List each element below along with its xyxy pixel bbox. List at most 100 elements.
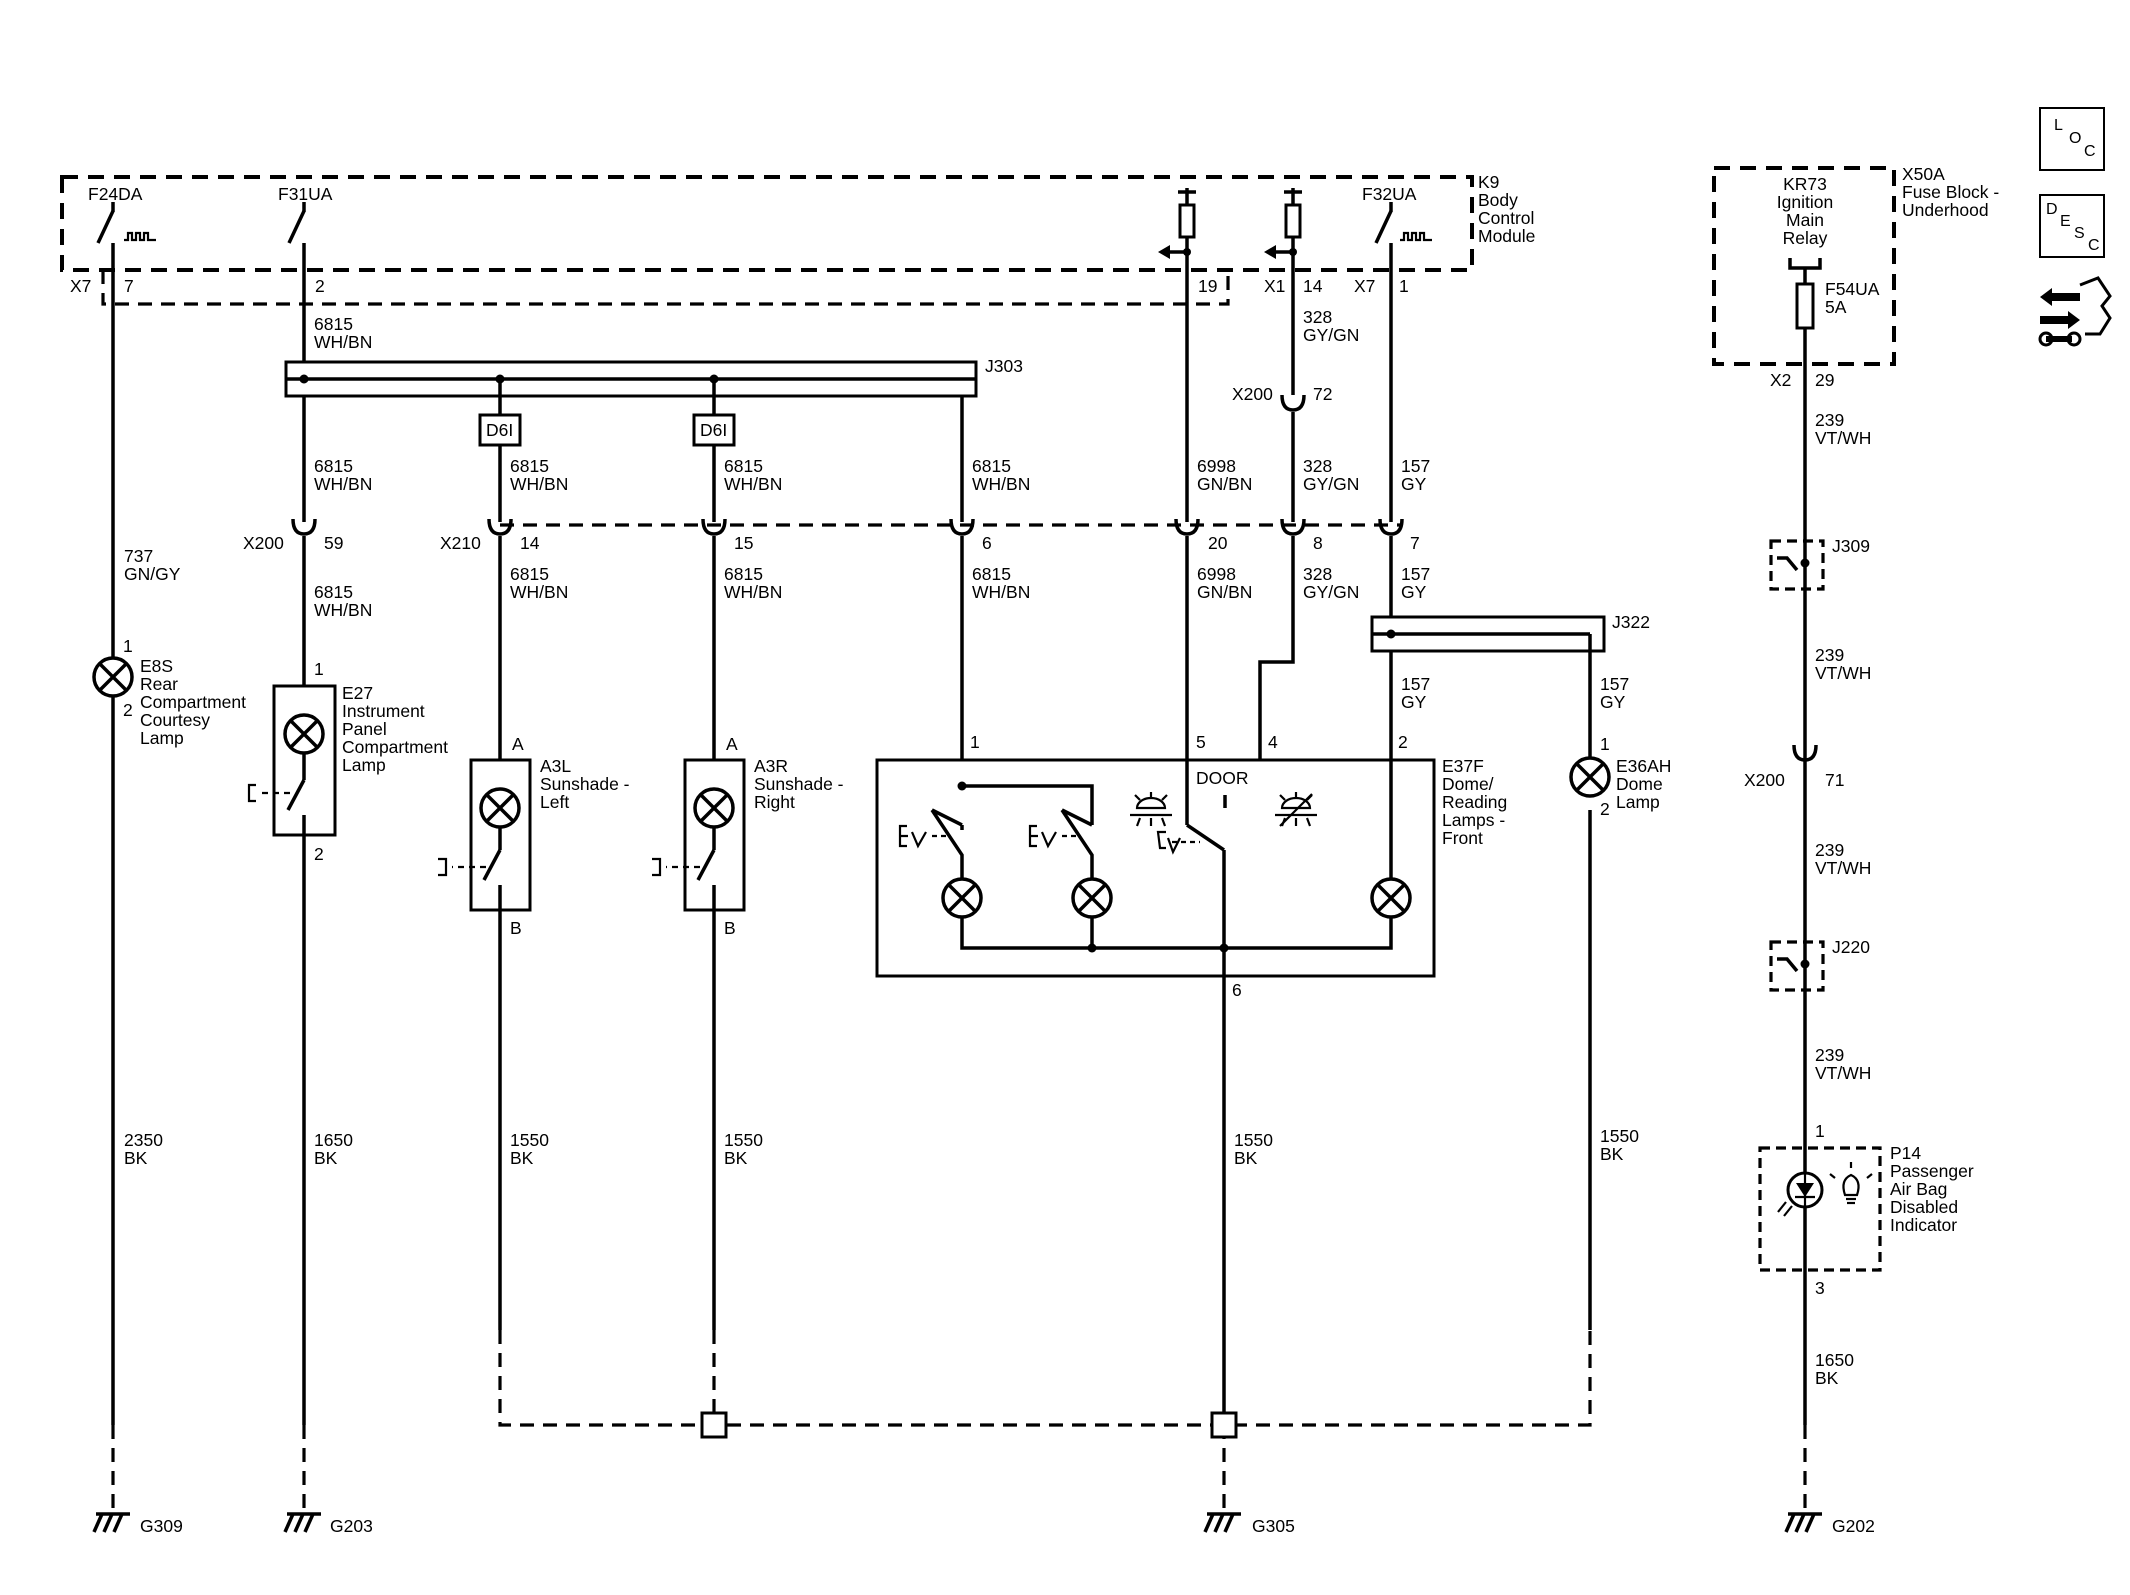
splice-j309-label: J309	[1832, 536, 1870, 556]
svg-text:E36AH: E36AH	[1616, 756, 1671, 776]
e8s-pin-1: 1	[123, 636, 133, 656]
ground-splice-right	[1210, 1411, 1238, 1439]
wire-label-1550-d: 1550 BK	[1600, 1126, 1639, 1164]
wire-label-737: 737 GN/GY	[124, 546, 181, 584]
x210-pin-20: 20	[1208, 533, 1228, 553]
svg-text:WH/BN: WH/BN	[972, 582, 1030, 602]
p14-led-icon	[1777, 1171, 1824, 1217]
svg-text:VT/WH: VT/WH	[1815, 428, 1871, 448]
diode-d6i-left-label: D6I	[486, 420, 513, 440]
x210-pin-15: 15	[734, 533, 753, 553]
p14-component-outline	[1758, 1146, 1882, 1272]
wire-label-157-a: 157 GY	[1401, 456, 1430, 494]
fuse-f54ua	[1795, 282, 1815, 330]
svg-text:WH/BN: WH/BN	[314, 332, 372, 352]
svg-text:A3L: A3L	[540, 756, 571, 776]
svg-text:VT/WH: VT/WH	[1815, 858, 1871, 878]
wire-label-157-b: 157 GY	[1401, 564, 1430, 602]
wire-label-1550-a: 1550 BK	[510, 1130, 549, 1168]
svg-text:BK: BK	[314, 1148, 338, 1168]
wire-328-e37f	[1258, 536, 1295, 818]
svg-text:GN/BN: GN/BN	[1197, 474, 1252, 494]
svg-text:A3R: A3R	[754, 756, 788, 776]
wire-label-6815-a: 6815 WH/BN	[314, 456, 372, 494]
wire-label-328-top: 328 GY/GN	[1303, 307, 1359, 345]
relay-kr73-contact	[1788, 258, 1822, 284]
ground-bus-g305	[498, 1330, 1592, 1427]
svg-text:6815: 6815	[510, 564, 549, 584]
wire-label-239-a: 239 VT/WH	[1815, 410, 1871, 448]
svg-text:6815: 6815	[972, 456, 1011, 476]
e8s-label: E8S Rear Compartment Courtesy Lamp	[140, 656, 246, 748]
connector-view-icon[interactable]	[2038, 276, 2112, 347]
svg-text:Instrument: Instrument	[342, 701, 425, 721]
k9-label: K9 Body Control Module	[1478, 172, 1535, 246]
fuse-f24da-label: F24DA	[88, 184, 143, 204]
svg-text:BK: BK	[124, 1148, 148, 1168]
fuse-f31ua-label: F31UA	[278, 184, 333, 204]
x200-label-71: X200	[1744, 770, 1785, 790]
svg-text:S: S	[2074, 225, 2085, 242]
x200-label-72: X200	[1232, 384, 1273, 404]
svg-text:6815: 6815	[314, 314, 353, 334]
p14-label: P14 Passenger Air Bag Disabled Indicator	[1890, 1143, 1974, 1235]
svg-text:Lamp: Lamp	[342, 755, 386, 775]
ground-splice-left	[700, 1411, 728, 1439]
svg-text:WH/BN: WH/BN	[724, 582, 782, 602]
k9-x7-label: X7	[70, 276, 91, 296]
k9-name-3: Module	[1478, 226, 1535, 246]
wire-label-6815-b: 6815 WH/BN	[510, 456, 568, 494]
wire-label-2350: 2350 BK	[124, 1130, 163, 1168]
x210-pin-14: 14	[520, 533, 540, 553]
svg-text:157: 157	[1401, 456, 1430, 476]
a3l-pin-a: A	[512, 734, 524, 754]
k9-output-driver-19	[1158, 188, 1196, 259]
svg-text:6815: 6815	[314, 456, 353, 476]
x200-pin-72: 72	[1313, 384, 1332, 404]
e37f-pin-2: 2	[1398, 732, 1408, 752]
desc-button[interactable]: D E S C	[2039, 194, 2105, 258]
wire-label-6815-c: 6815 WH/BN	[724, 456, 782, 494]
e8s-pin-2: 2	[123, 700, 133, 720]
x200-label-59: X200	[243, 533, 284, 553]
diode-d6i-right-label: D6I	[700, 420, 727, 440]
svg-text:Rear: Rear	[140, 674, 178, 694]
svg-text:6998: 6998	[1197, 456, 1236, 476]
x210-pin-8: 8	[1313, 533, 1323, 553]
e36ah-label: E36AH Dome Lamp	[1616, 756, 1671, 812]
wire-label-6998-a: 6998 GN/BN	[1197, 456, 1252, 494]
e37f-pin-5: 5	[1196, 732, 1206, 752]
svg-text:Fuse Block -: Fuse Block -	[1902, 182, 1999, 202]
k9-id: K9	[1478, 172, 1499, 192]
svg-text:WH/BN: WH/BN	[314, 474, 372, 494]
svg-text:239: 239	[1815, 410, 1844, 430]
svg-text:WH/BN: WH/BN	[510, 582, 568, 602]
k9-output-driver-14	[1264, 188, 1302, 259]
svg-text:O: O	[2069, 130, 2081, 147]
e37f-pin-1: 1	[970, 732, 980, 752]
svg-text:Courtesy: Courtesy	[140, 710, 210, 730]
svg-text:Lamp: Lamp	[1616, 792, 1660, 812]
ground-g305-icon	[1203, 1512, 1243, 1534]
wire-label-239-d: 239 VT/WH	[1815, 1045, 1871, 1083]
svg-text:Main: Main	[1786, 210, 1824, 230]
relay-kr73-label: KR73 Ignition Main Relay	[1777, 174, 1833, 248]
svg-text:GY/GN: GY/GN	[1303, 474, 1359, 494]
svg-text:1650: 1650	[1815, 1350, 1854, 1370]
k9-pin-14: 14	[1303, 276, 1323, 296]
e27-label: E27 Instrument Panel Compartment Lamp	[342, 683, 448, 775]
ground-g309-label: G309	[140, 1516, 183, 1536]
p14-pin-3: 3	[1815, 1278, 1825, 1298]
k9-x7-label-2: X7	[1354, 276, 1375, 296]
svg-text:WH/BN: WH/BN	[510, 474, 568, 494]
loc-button[interactable]: L O C	[2039, 107, 2105, 171]
svg-text:Compartment: Compartment	[140, 692, 246, 712]
k9-pin-7: 7	[124, 276, 134, 296]
wire-label-239-c: 239 VT/WH	[1815, 840, 1871, 878]
fuse-f54ua-rating: 5A	[1825, 297, 1847, 317]
wire-label-6815-e: 6815 WH/BN	[314, 582, 372, 620]
k9-name-1: Body	[1478, 190, 1518, 210]
p14-bulb-icon	[1829, 1162, 1873, 1205]
svg-text:VT/WH: VT/WH	[1815, 663, 1871, 683]
